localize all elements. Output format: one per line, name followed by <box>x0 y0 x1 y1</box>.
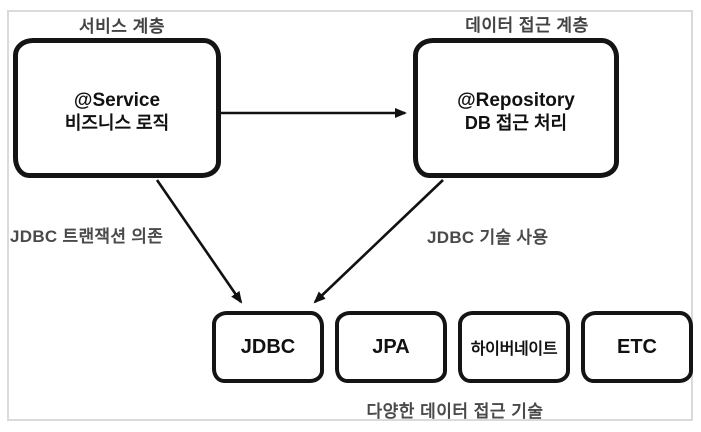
service-layer-label: 서비스 계층 <box>79 17 165 36</box>
footer-label: 다양한 데이터 접근 기술 <box>366 402 544 421</box>
tech-node-jpa-label: JPA <box>372 335 410 358</box>
repository-node-title: @Repository <box>457 90 575 111</box>
tech-node-hibernate: 하이버네이트 <box>458 311 570 383</box>
service-node-text: @Service 비즈니스 로직 <box>65 81 169 135</box>
tech-node-jdbc-label: JDBC <box>240 335 296 358</box>
tech-node-etc-label: ETC <box>617 335 657 358</box>
service-node: @Service 비즈니스 로직 <box>13 38 221 178</box>
repository-node-subtitle: DB 접근 처리 <box>464 113 568 133</box>
data-access-layer-label: 데이터 접근 계층 <box>465 16 589 35</box>
outer-frame <box>7 10 693 421</box>
repository-node-text: @Repository DB 접근 처리 <box>457 81 575 135</box>
tech-node-jdbc: JDBC <box>212 311 324 383</box>
service-node-title: @Service <box>73 90 161 111</box>
tech-node-hibernate-label: 하이버네이트 <box>470 341 558 358</box>
edge-label-jdbc-tech-usage: JDBC 기술 사용 <box>427 228 549 247</box>
service-node-subtitle: 비즈니스 로직 <box>64 113 170 133</box>
edge-label-jdbc-transaction-dependency: JDBC 트랜잭션 의존 <box>10 227 164 246</box>
repository-node: @Repository DB 접근 처리 <box>413 38 619 178</box>
tech-node-etc: ETC <box>581 311 693 383</box>
tech-node-jpa: JPA <box>335 311 447 383</box>
